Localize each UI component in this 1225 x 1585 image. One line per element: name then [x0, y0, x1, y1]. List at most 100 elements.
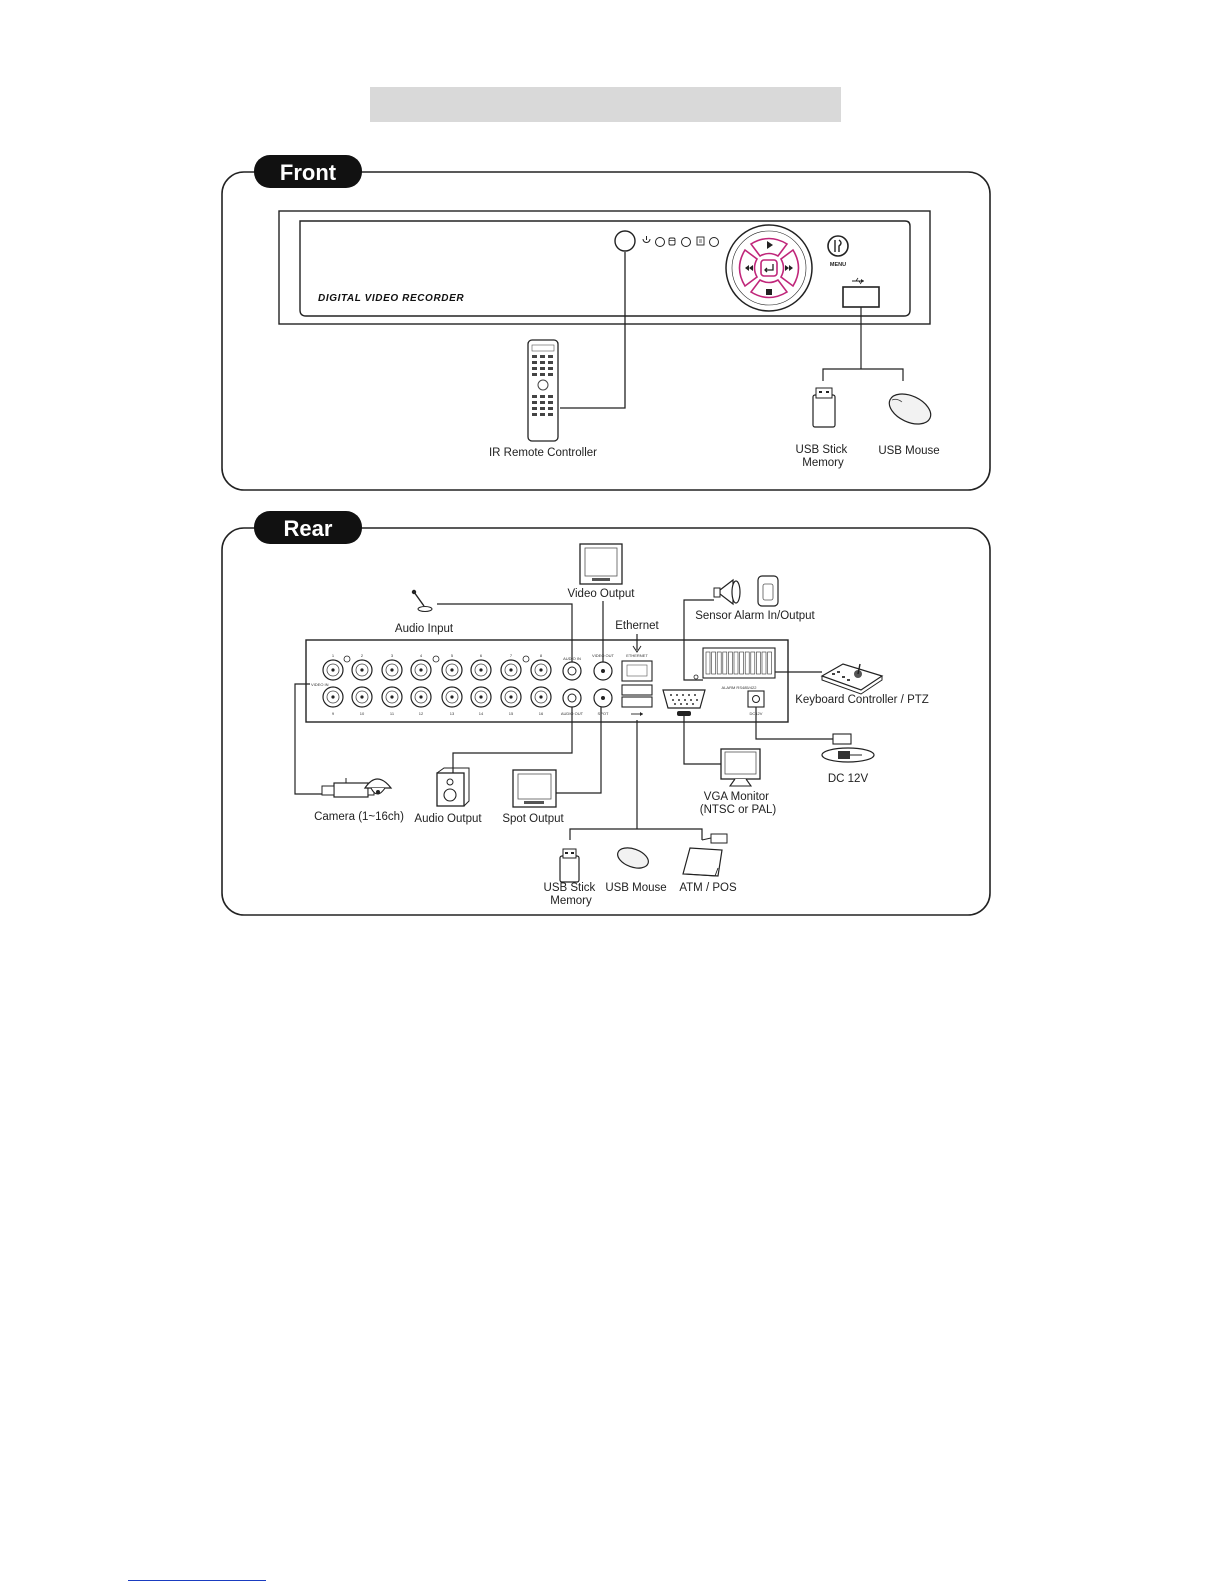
rear-usb-mouse-icon: [617, 847, 649, 869]
rear-usb-port-2[interactable]: [621, 696, 653, 708]
usb-stick-icon: [812, 387, 836, 428]
microphone-icon: [411, 589, 433, 612]
camera-icon: [321, 778, 375, 798]
video-in-bnc[interactable]: [351, 659, 373, 681]
power-icon: [642, 236, 651, 243]
keyboard-ptz-label: Keyboard Controller / PTZ: [795, 694, 929, 706]
audio-output-line: [452, 707, 573, 773]
channel-number: 10: [360, 711, 365, 716]
rewind-icon: [745, 265, 753, 271]
video-in-bnc[interactable]: [530, 659, 552, 681]
video-in-bnc[interactable]: [381, 686, 403, 708]
enter-icon: [764, 264, 774, 273]
video-in-bnc[interactable]: [470, 659, 492, 681]
stop-button[interactable]: [749, 278, 789, 299]
rear-tab: [254, 511, 362, 544]
stop-icon: [766, 289, 772, 295]
rear-frame: [221, 527, 991, 916]
channel-number: 3: [391, 653, 394, 658]
video-in-bnc[interactable]: [410, 659, 432, 681]
rear-usb-stick-icon: [559, 848, 580, 883]
terminal-pin: [711, 651, 716, 675]
alarm-rs485-marking: ALARM RS485/422: [722, 685, 758, 690]
terminal-pin: [750, 651, 756, 675]
video-in-bnc[interactable]: [470, 686, 492, 708]
video-in-bnc[interactable]: [322, 686, 344, 708]
panel-dot: [343, 655, 351, 663]
dvr-front-panel: DIGITAL VIDEO RECORDER: [278, 210, 931, 325]
terminal-pin: [761, 651, 767, 675]
usb-front-connector: [822, 307, 904, 381]
channel-number: 12: [419, 711, 424, 716]
keyboard-controller-icon: [820, 663, 884, 695]
audio-input-label: Audio Input: [395, 623, 454, 635]
ir-receiver: [614, 230, 636, 252]
title-bar: [370, 87, 841, 122]
front-section: Front DIGITAL VIDEO RECORDER: [221, 155, 991, 491]
video-in-bnc[interactable]: [500, 659, 522, 681]
menu-button[interactable]: [827, 235, 849, 257]
sensor-alarm-label: Sensor Alarm In/Output: [695, 610, 815, 622]
audio-in-jack[interactable]: [562, 661, 582, 681]
fast-forward-icon: [785, 265, 793, 271]
video-in-bnc[interactable]: [351, 686, 373, 708]
spot-marking: SPOT: [598, 711, 609, 716]
channel-number: 5: [451, 653, 454, 658]
rear-usb-stick-line2: Memory: [550, 895, 592, 907]
dc12v-jack[interactable]: [747, 690, 765, 708]
front-usb-port[interactable]: [842, 286, 880, 308]
video-in-bnc[interactable]: [441, 686, 463, 708]
status-leds: [642, 236, 719, 247]
spot-bnc[interactable]: [593, 688, 613, 708]
rear-tab-label: Rear: [284, 516, 333, 541]
atm-pos-icon: [682, 833, 728, 877]
channel-number: 2: [361, 653, 364, 658]
usb-icon: [852, 277, 864, 285]
ethernet-marking: ETHERNET: [626, 653, 648, 658]
alarm-terminal-block[interactable]: [702, 647, 776, 679]
video-out-bnc[interactable]: [593, 661, 613, 681]
siren-icon: [713, 578, 741, 606]
led-hdd: [681, 237, 691, 247]
rear-usb-port-1[interactable]: [621, 684, 653, 696]
panel-dot: [522, 655, 530, 663]
front-usb-mouse-label: USB Mouse: [878, 445, 939, 457]
terminal-pin: [744, 651, 750, 675]
bnc-row-bottom: [322, 686, 552, 708]
terminal-pin: [756, 651, 761, 675]
panel-dot: [432, 655, 440, 663]
vga-port[interactable]: [662, 689, 706, 709]
audio-input-line: [437, 603, 573, 662]
camera-line: [294, 683, 322, 795]
channel-number: 8: [540, 653, 543, 658]
atm-pos-label: ATM / POS: [679, 882, 737, 894]
rear-usb-icon: [631, 712, 643, 716]
video-in-bnc[interactable]: [410, 686, 432, 708]
sensor-icon: [757, 575, 779, 607]
audio-output-label: Audio Output: [414, 813, 482, 825]
enter-button[interactable]: [760, 259, 778, 277]
bnc-row-top: [322, 655, 552, 681]
video-in-bnc[interactable]: [500, 686, 522, 708]
video-in-bnc[interactable]: [530, 686, 552, 708]
channel-number: 9: [332, 711, 335, 716]
rear-usb-line: [569, 720, 703, 840]
vga-monitor-line2: (NTSC or PAL): [700, 804, 777, 816]
terminal-pin: [722, 651, 728, 675]
video-in-bnc[interactable]: [381, 659, 403, 681]
front-usb-stick-line1: USB Stick: [796, 444, 848, 456]
vga-monitor-label: VGA Monitor (NTSC or PAL): [700, 791, 777, 816]
video-in-bnc[interactable]: [322, 659, 344, 681]
video-output-monitor: [579, 543, 623, 585]
video-in-bnc[interactable]: [441, 659, 463, 681]
audio-out-jack[interactable]: [562, 688, 582, 708]
led-power: [655, 237, 665, 247]
footer-rule: [128, 1580, 266, 1581]
ethernet-port[interactable]: [621, 660, 653, 682]
front-tab: [254, 155, 362, 188]
